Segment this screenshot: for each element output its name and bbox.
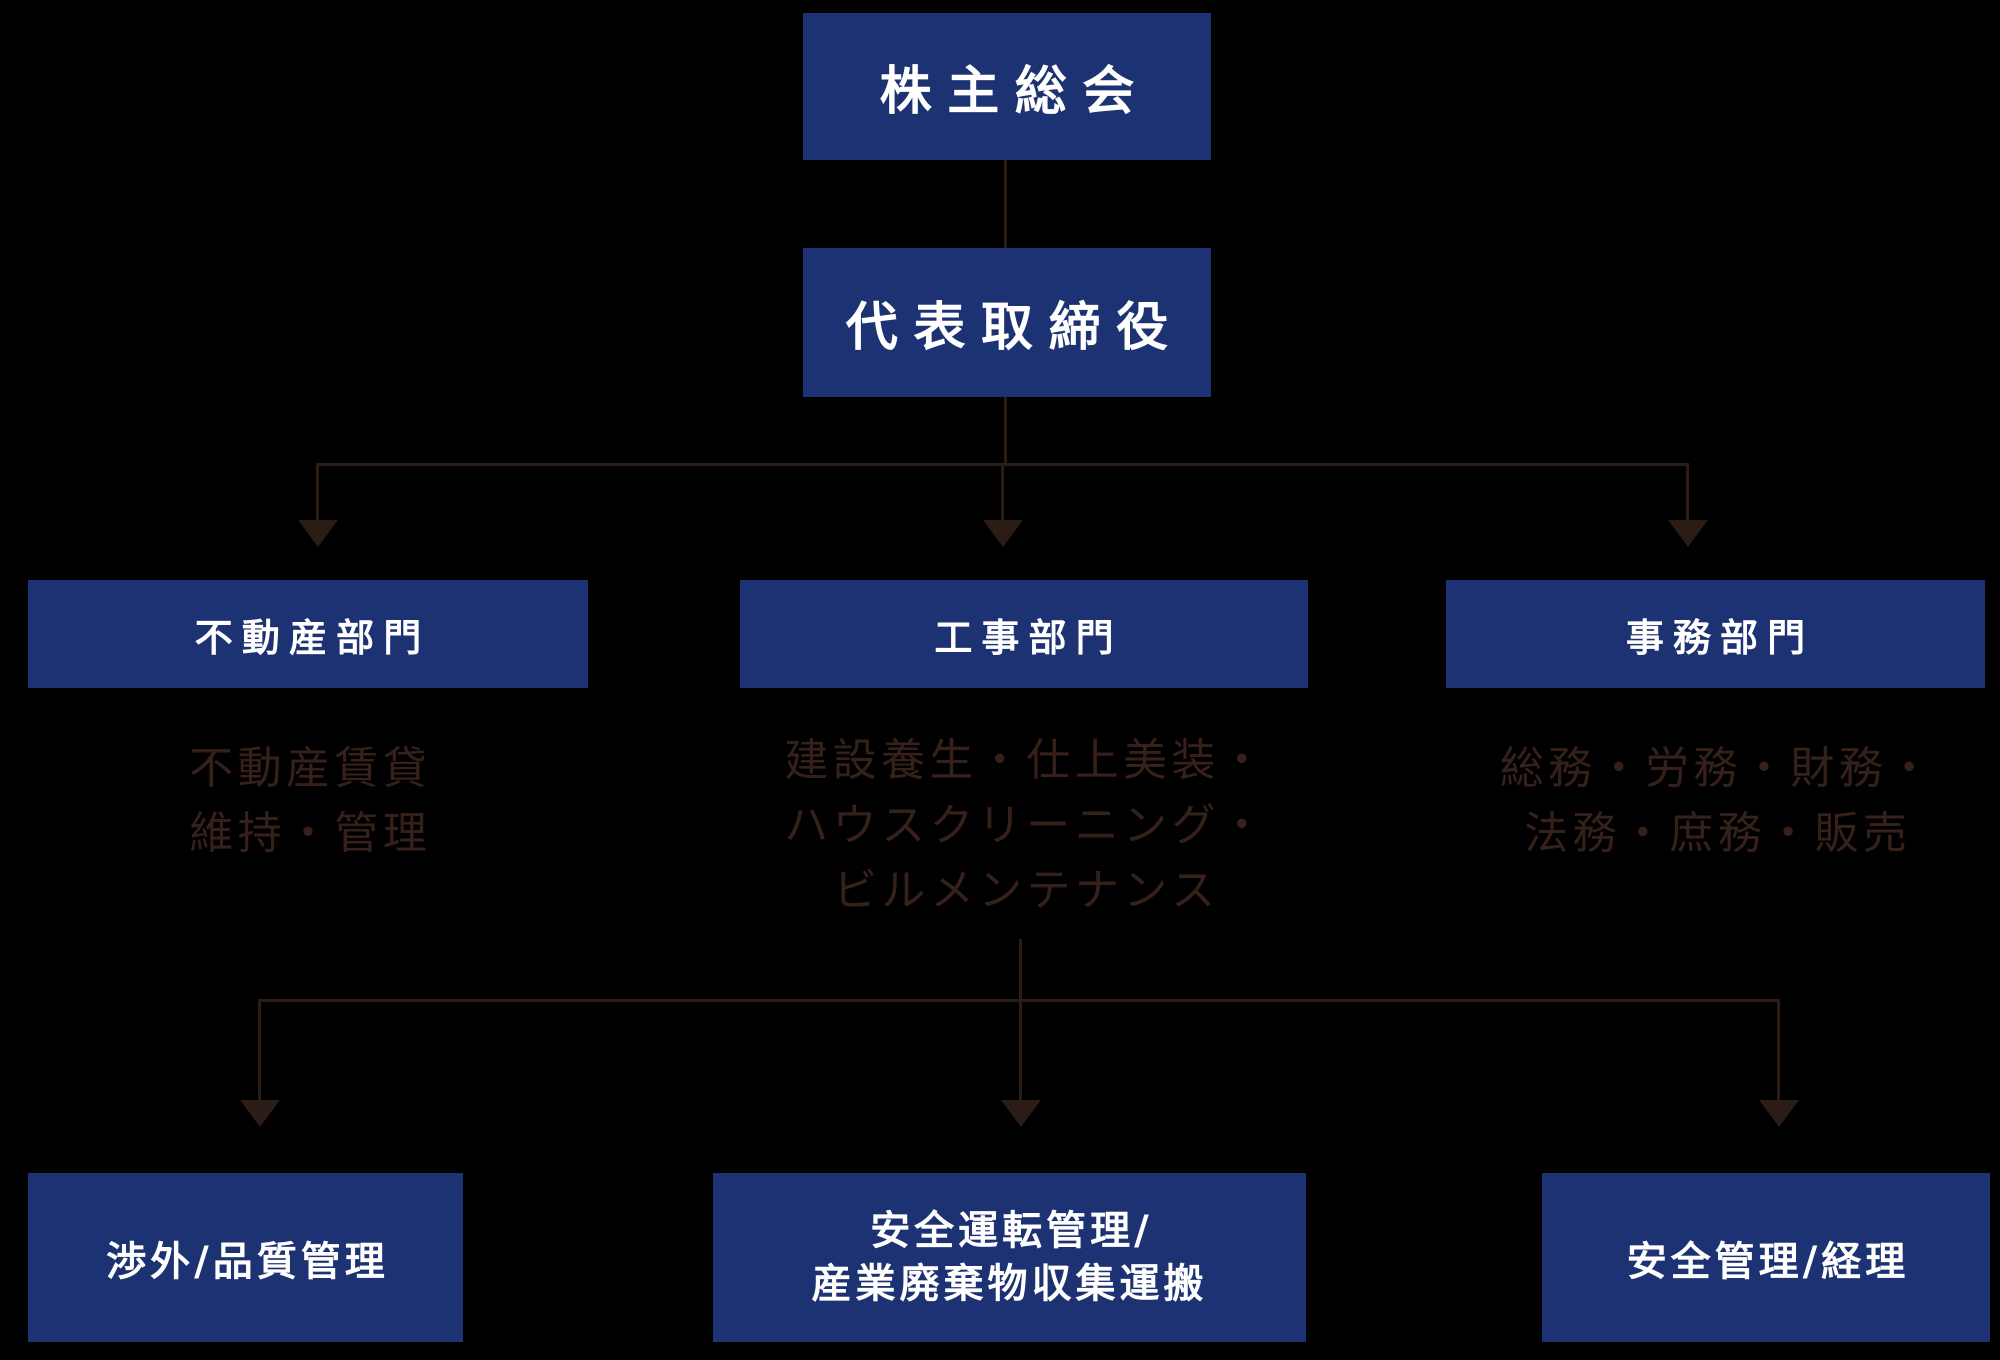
org-node-safety-management-accounting: 安全管理/経理 xyxy=(1542,1173,1990,1342)
connector-vertical xyxy=(1004,397,1007,463)
arrow-down-icon xyxy=(298,520,338,547)
node-label-line1: 安全運転管理/ xyxy=(870,1207,1153,1254)
connector-vertical xyxy=(1019,939,1022,999)
dept-description-administration: 総務・労務・財務・ 法務・庶務・販売 xyxy=(1446,736,1985,866)
node-label: 工事部門 xyxy=(934,615,1123,660)
node-label: 安全管理/経理 xyxy=(1626,1238,1910,1285)
node-label: 代表取締役 xyxy=(845,298,1184,358)
node-label: 事務部門 xyxy=(1625,615,1815,660)
org-node-realestate-department: 不動産部門 xyxy=(28,580,588,688)
org-node-external-quality-control: 渉外/品質管理 xyxy=(28,1173,463,1342)
connector-vertical xyxy=(1777,999,1780,1101)
node-label: 安全運転管理/ 産業廃棄物収集運搬 xyxy=(812,1205,1208,1311)
connector-vertical xyxy=(316,463,319,521)
node-label: 不動産部門 xyxy=(194,615,431,660)
node-label-line2: 産業廃棄物収集運搬 xyxy=(811,1260,1208,1307)
connector-vertical xyxy=(1001,463,1004,521)
org-node-shareholders-meeting: 株主総会 xyxy=(803,13,1211,160)
description-line: 不動産賃貸 xyxy=(189,743,432,794)
dept-description-construction: 建設養生・仕上美装・ ハウスクリーニング・ ビルメンテナンス xyxy=(740,728,1308,923)
dept-description-realestate: 不動産賃貸 維持・管理 xyxy=(28,736,588,866)
arrow-down-icon xyxy=(1001,1100,1041,1127)
arrow-down-icon xyxy=(1759,1100,1799,1127)
connector-vertical xyxy=(258,999,261,1101)
connector-vertical xyxy=(1004,160,1007,248)
connector-vertical xyxy=(1019,999,1022,1101)
connector-vertical xyxy=(1686,463,1689,521)
node-label: 渉外/品質管理 xyxy=(106,1238,389,1285)
description-line: 建設養生・仕上美装・ xyxy=(784,735,1269,786)
description-line: 維持・管理 xyxy=(189,808,432,860)
arrow-down-icon xyxy=(240,1100,280,1127)
org-node-representative-director: 代表取締役 xyxy=(803,248,1211,397)
org-node-construction-department: 工事部門 xyxy=(740,580,1308,688)
description-line: ハウスクリーニング・ xyxy=(784,800,1269,852)
description-line: ビルメンテナンス xyxy=(833,865,1220,917)
arrow-down-icon xyxy=(1668,520,1708,547)
arrow-down-icon xyxy=(983,520,1023,547)
description-line: 総務・労務・財務・ xyxy=(1499,743,1936,794)
description-line: 法務・庶務・販売 xyxy=(1524,808,1912,860)
node-label: 株主総会 xyxy=(879,62,1150,122)
org-node-safety-driving-waste-transport: 安全運転管理/ 産業廃棄物収集運搬 xyxy=(713,1173,1306,1342)
org-node-administration-department: 事務部門 xyxy=(1446,580,1985,688)
